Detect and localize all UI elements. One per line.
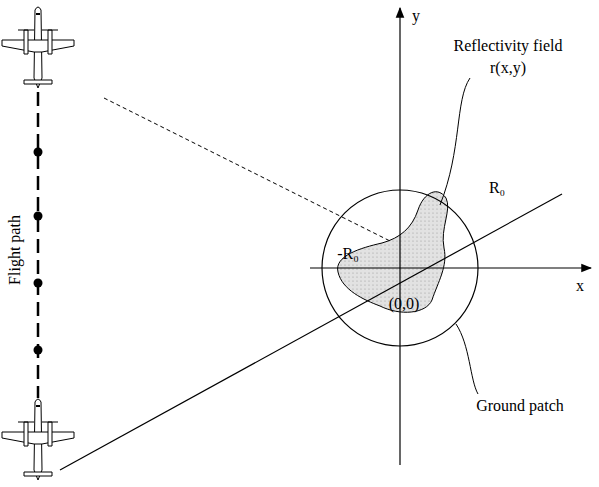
y-axis <box>399 8 400 465</box>
axis-label: x <box>576 277 584 295</box>
x-axis <box>310 267 591 268</box>
radius-label: -R₀ <box>337 245 359 263</box>
leader-line <box>456 324 478 394</box>
reflectivity-blob <box>338 192 448 312</box>
origin-label: (0,0) <box>389 295 420 313</box>
leader-line <box>440 78 470 205</box>
axis-label: y <box>412 7 420 25</box>
callout-text: r(x,y) <box>490 59 526 77</box>
airplane <box>2 7 74 88</box>
flight-path <box>34 92 43 398</box>
radius-label: R₀ <box>489 179 505 197</box>
callout-text: Reflectivity field <box>454 37 563 55</box>
look-line <box>104 98 392 242</box>
path-label: Flight path <box>6 215 24 285</box>
callout-text: Ground patch <box>476 397 564 415</box>
look-line <box>60 194 562 470</box>
